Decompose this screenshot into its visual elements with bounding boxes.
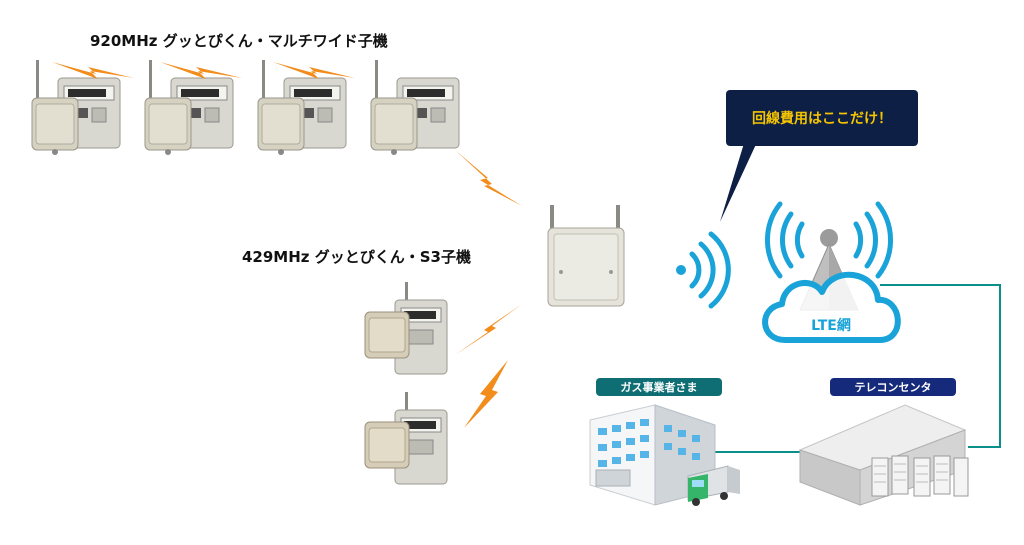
lightning-icon (455, 304, 522, 355)
meter-429-1 (364, 281, 448, 375)
lightning-icon (52, 62, 134, 79)
gas-company-label: ガス事業者さま (621, 380, 698, 394)
telecon-label: テレコンセンタ (855, 381, 932, 394)
callout-text: 回線費用はここだけ！ (752, 110, 892, 127)
lightning-icon (160, 62, 242, 79)
lightning-icon (464, 360, 508, 428)
lightning-icon (455, 150, 522, 206)
wifi-wave-icon (676, 231, 731, 309)
gateway-unit-icon (547, 205, 625, 307)
telecon-badge: テレコンセンタ (830, 378, 956, 396)
meter-920-4 (370, 59, 460, 156)
office-building-icon (589, 404, 716, 506)
lte-label: LTE網 (811, 317, 851, 334)
meter-429-2 (364, 391, 448, 485)
top-group-label: 920MHz グッとぴくん・マルチワイド子機 (90, 32, 388, 50)
truck-icon (687, 465, 740, 506)
cloud-icon: LTE網 (762, 271, 901, 343)
lightning-icon (273, 62, 355, 79)
gas-company-badge: ガス事業者さま (596, 378, 722, 396)
lower-group-label: 429MHz グッとぴくん・S3子機 (242, 248, 471, 266)
meter-920-1 (31, 59, 121, 156)
cost-callout: 回線費用はここだけ！ (720, 90, 918, 222)
data-center-icon (798, 404, 969, 506)
network-line (715, 284, 1001, 453)
